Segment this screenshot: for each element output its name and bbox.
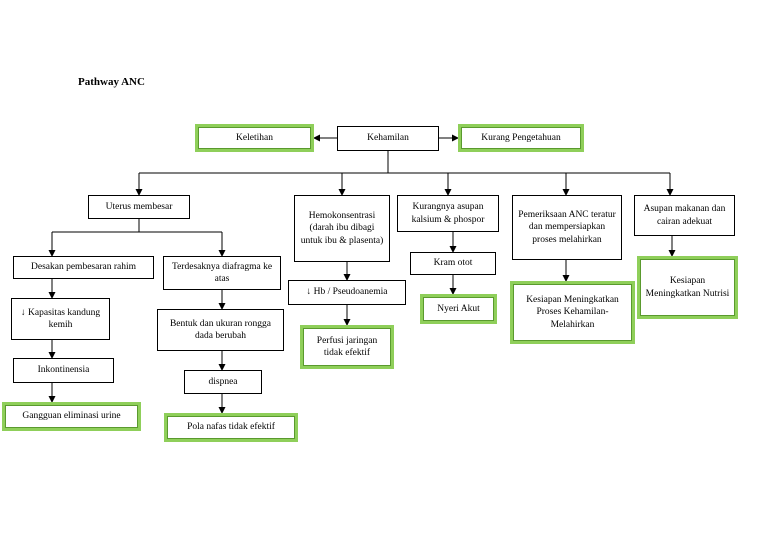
node-inkontinensia: Inkontinensia (13, 358, 114, 383)
node-pola-nafas-label: Pola nafas tidak efektif (187, 422, 275, 433)
node-dispnea: dispnea (184, 370, 262, 394)
node-kesiapan-nutrisi-label: Kesiapan Meningkatkan Nutrisi (645, 276, 730, 299)
node-kesiapan-proses-label: Kesiapan Meningkatkan Proses Kehamilan-M… (526, 294, 619, 330)
node-kapasitas-kemih: ↓ Kapasitas kandung kemih (11, 298, 110, 340)
diagram-title: Pathway ANC (78, 76, 145, 88)
node-desakan-rahim: Desakan pembesaran rahim (13, 256, 154, 279)
node-gangguan-eliminasi-label: Gangguan eliminasi urine (22, 411, 121, 422)
node-hemokonsentrasi: Hemokonsentrasi (darah ibu dibagi untuk … (294, 195, 390, 262)
node-perfusi-jaringan-label: Perfusi jaringan tidak efektif (316, 335, 378, 358)
node-gangguan-eliminasi: Gangguan eliminasi urine (2, 402, 141, 431)
node-pola-nafas: Pola nafas tidak efektif (164, 413, 298, 442)
node-nyeri-akut-label: Nyeri Akut (437, 303, 480, 314)
node-pemeriksaan-anc: Pemeriksaan ANC teratur dan mempersiapka… (512, 195, 622, 260)
node-kurang-pengetahuan-label: Kurang Pengetahuan (481, 132, 561, 143)
node-perfusi-jaringan: Perfusi jaringan tidak efektif (300, 325, 394, 369)
node-nyeri-akut: Nyeri Akut (420, 294, 497, 324)
node-bentuk-rongga: Bentuk dan ukuran rongga dada berubah (157, 309, 284, 351)
node-kehamilan: Kehamilan (337, 126, 439, 151)
node-kesiapan-nutrisi: Kesiapan Meningkatkan Nutrisi (637, 256, 738, 319)
node-keletihan-label: Keletihan (236, 132, 273, 143)
node-kurangnya-asupan: Kurangnya asupan kalsium & phospor (397, 195, 499, 232)
node-asupan-makanan: Asupan makanan dan cairan adekuat (634, 195, 735, 236)
node-keletihan: Keletihan (195, 124, 314, 152)
node-uterus-membesar: Uterus membesar (88, 195, 190, 219)
node-hb-pseudoanemia: ↓ Hb / Pseudoanemia (288, 280, 406, 305)
node-terdesaknya-diafragma: Terdesaknya diafragma ke atas (163, 256, 281, 290)
node-kram-otot: Kram otot (410, 252, 496, 275)
node-kesiapan-proses: Kesiapan Meningkatkan Proses Kehamilan-M… (510, 281, 635, 344)
node-kurang-pengetahuan: Kurang Pengetahuan (458, 124, 584, 152)
